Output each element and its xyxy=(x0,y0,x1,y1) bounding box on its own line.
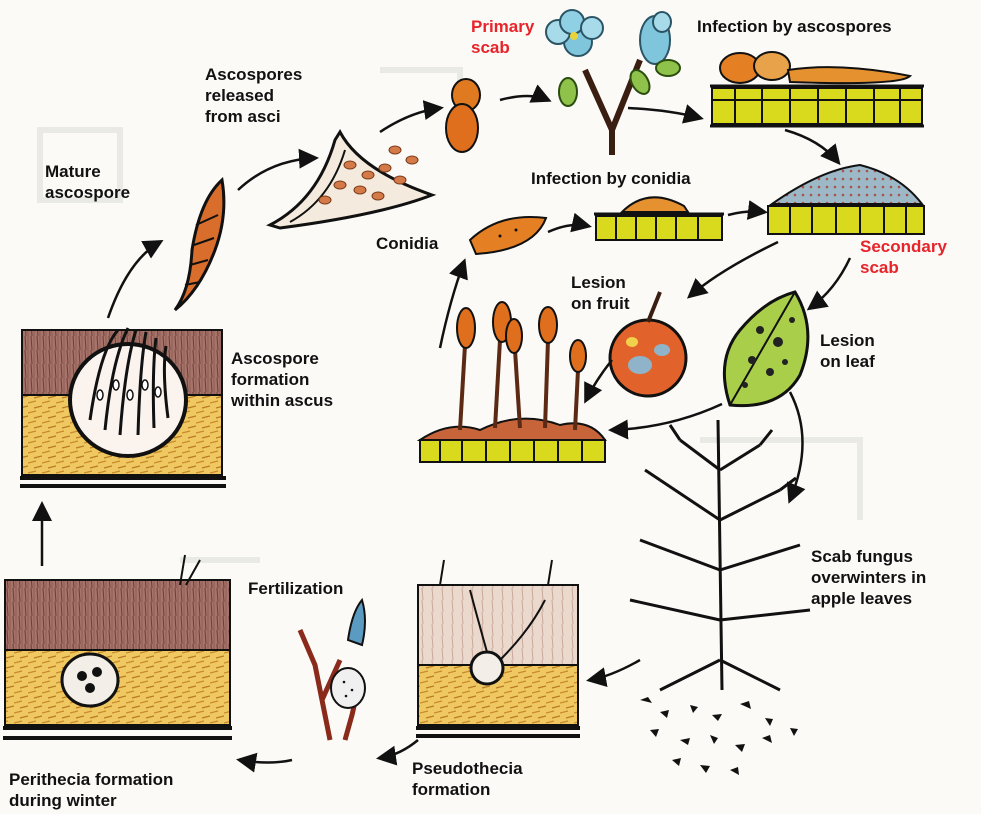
label-ascospore-formation: Ascospore formation within ascus xyxy=(231,348,333,411)
mature-ascospore xyxy=(175,180,224,310)
lesioned-leaf xyxy=(724,292,808,406)
ascospore-infection-leaf xyxy=(710,52,924,126)
leaf-litter-fragments xyxy=(640,697,798,775)
perithecia-section xyxy=(3,555,232,738)
label-mature-ascospore: Mature ascospore xyxy=(45,161,130,203)
label-fertilization: Fertilization xyxy=(248,578,343,599)
label-ascospores-released: Ascospores released from asci xyxy=(205,64,302,127)
label-pseudothecia-formation: Pseudothecia formation xyxy=(412,758,523,800)
label-lesion-on-fruit: Lesion on fruit xyxy=(571,272,630,314)
label-infection-by-ascospores: Infection by ascospores xyxy=(697,16,892,37)
flower-cluster xyxy=(546,10,680,155)
conidium xyxy=(470,217,546,254)
label-primary-scab: Primary scab xyxy=(471,16,534,58)
conidia-infection-leaf xyxy=(594,197,724,240)
ascus-releasing-spores xyxy=(270,132,432,228)
fertilization-structures xyxy=(300,600,365,740)
primary-scab-spore xyxy=(446,79,480,152)
label-overwinters: Scab fungus overwinters in apple leaves xyxy=(811,546,926,609)
secondary-lesion-section xyxy=(768,165,924,234)
label-infection-by-conidia: Infection by conidia xyxy=(531,168,691,189)
label-secondary-scab: Secondary scab xyxy=(860,236,947,278)
label-conidia: Conidia xyxy=(376,233,438,254)
overwintering-leaf-litter xyxy=(630,420,810,690)
label-perithecia-formation: Perithecia formation during winter xyxy=(9,769,173,811)
pseudothecia-section xyxy=(416,560,580,736)
label-lesion-on-leaf: Lesion on leaf xyxy=(820,330,875,372)
conidiophores xyxy=(420,302,605,462)
ascocarp-section xyxy=(20,328,226,486)
